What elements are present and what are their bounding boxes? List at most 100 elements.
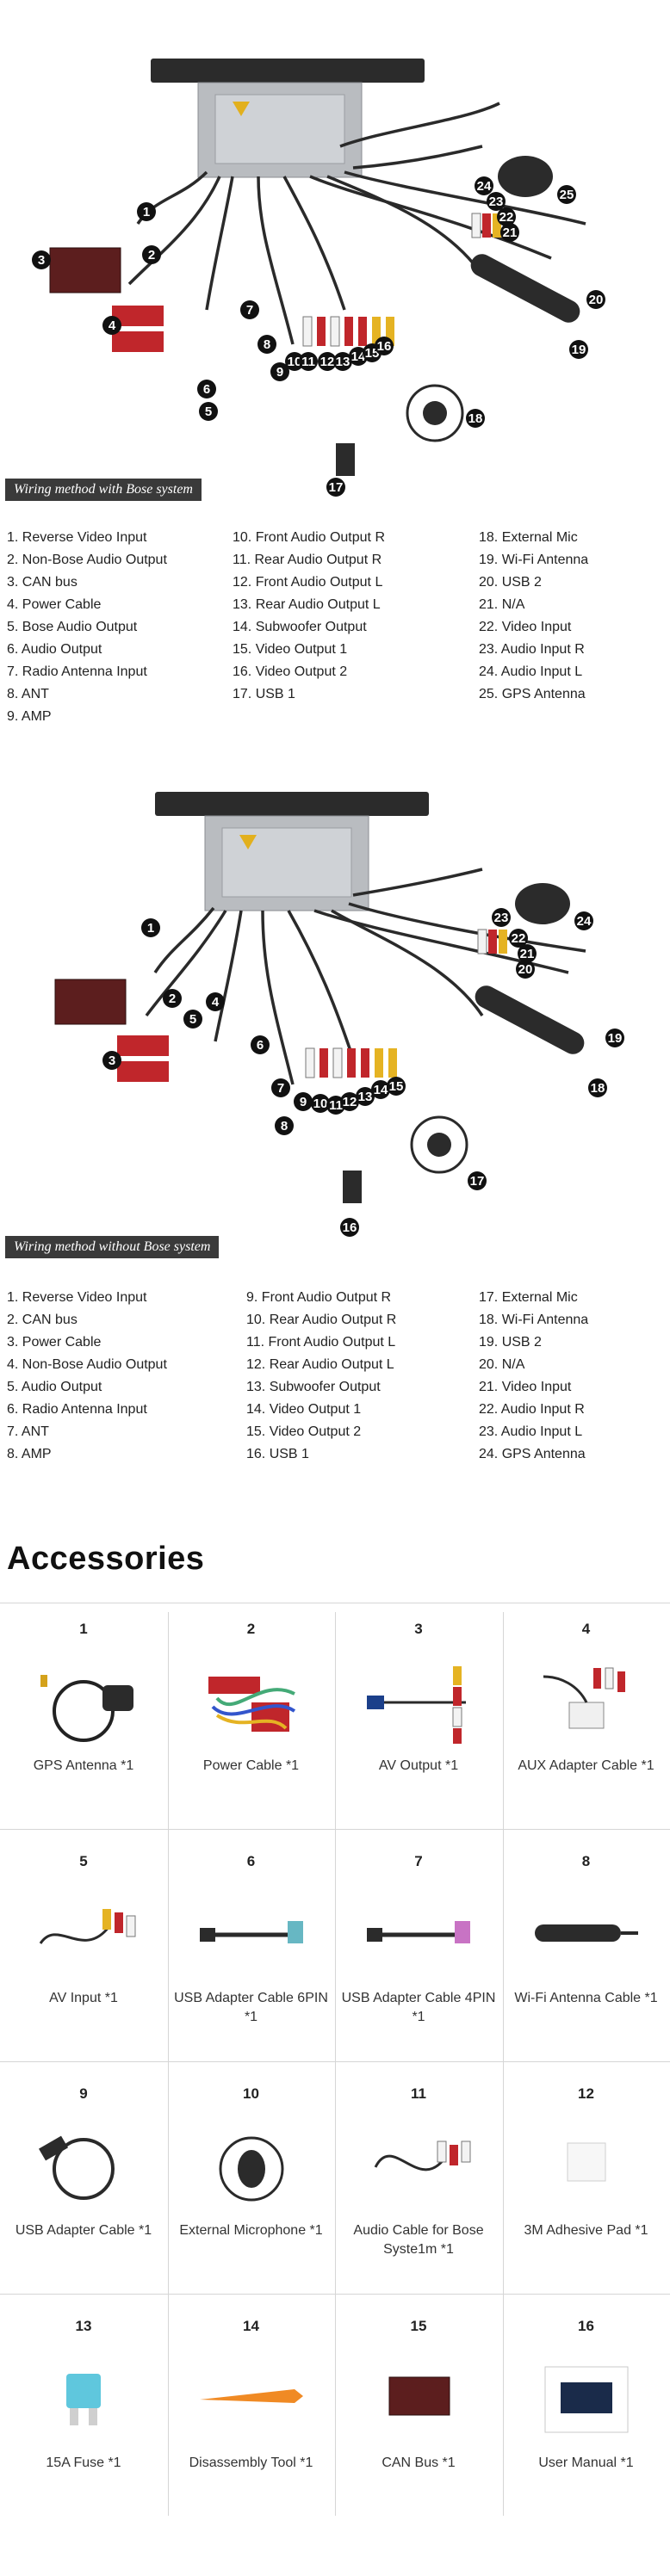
callout-number: 21 (503, 225, 518, 240)
accessory-number: 13 (75, 2318, 92, 2334)
callout-2: 2 (142, 245, 161, 264)
accessory-label: AV Input *1 (49, 1991, 118, 2005)
legend-item: 1. Reverse Video Input (7, 530, 147, 545)
callout-number: 23 (494, 911, 509, 925)
legend-item: 13. Subwoofer Output (246, 1380, 381, 1394)
accessory-label: Power Cable *1 (202, 1758, 300, 1773)
callout-number: 17 (470, 1174, 485, 1189)
accessory-item: 5 AV Input *1 (0, 1836, 167, 2047)
callout-21: 21 (518, 944, 537, 963)
callout-number: 11 (329, 1098, 343, 1113)
callout-number: 1 (143, 205, 150, 219)
callout-12: 12 (318, 352, 337, 371)
callout-number: 22 (499, 210, 514, 225)
callout-16: 16 (375, 337, 394, 355)
callout-number: 5 (189, 1012, 196, 1027)
grid-divider (0, 2061, 670, 2062)
accessory-number: 9 (79, 2085, 88, 2102)
callout-9: 9 (294, 1092, 313, 1111)
can-bus-icon (358, 2348, 479, 2443)
legend-item: 17. External Mic (479, 1290, 578, 1305)
legend-item: 22. Audio Input R (479, 1402, 585, 1417)
aux-adapter-icon (526, 1651, 647, 1745)
callout-24: 24 (475, 176, 493, 195)
legend-item: 19. USB 2 (479, 1335, 542, 1350)
legend-item: 3. Power Cable (7, 1335, 102, 1350)
callout-5: 5 (199, 402, 218, 421)
callout-number: 14 (374, 1083, 388, 1097)
legend-item: 5. Bose Audio Output (7, 620, 138, 634)
legend-item: 7. ANT (7, 1424, 49, 1439)
callout-19: 19 (605, 1029, 624, 1047)
usb-4pin-icon (358, 1883, 479, 1978)
disassembly-tool-icon (191, 2348, 312, 2443)
callout-18: 18 (588, 1078, 607, 1097)
callout-2: 2 (163, 989, 182, 1008)
callout-number: 19 (608, 1031, 623, 1046)
callout-number: 2 (148, 248, 155, 263)
legend-item: 5. Audio Output (7, 1380, 102, 1394)
wifi-antenna-icon (526, 1883, 647, 1978)
accessory-number: 8 (581, 1853, 591, 1869)
power-cable-icon (191, 1651, 312, 1745)
legend-item: 9. Front Audio Output R (246, 1290, 392, 1305)
legend-item: 6. Radio Antenna Input (7, 1402, 147, 1417)
legend-item: 7. Radio Antenna Input (7, 664, 147, 679)
grid-divider (167, 1612, 169, 2516)
legend-item: 8. ANT (7, 687, 49, 701)
legend-item: 16. Video Output 2 (233, 664, 348, 679)
callout-6: 6 (251, 1035, 270, 1054)
callout-number: 8 (264, 337, 270, 352)
callout-20: 20 (516, 960, 535, 979)
grid-divider (502, 1612, 504, 2516)
accessory-number: 6 (246, 1853, 256, 1869)
accessory-label: USB Adapter Cable *1 (15, 2223, 152, 2238)
callout-number: 13 (336, 355, 351, 369)
accessory-label: AV Output *1 (378, 1758, 459, 1773)
legend-item: 20. N/A (479, 1357, 525, 1372)
accessory-number: 7 (414, 1853, 423, 1869)
accessory-label: External Microphone *1 (179, 2223, 323, 2238)
grid-divider (0, 1829, 670, 1830)
accessory-number: 5 (79, 1853, 88, 1869)
callout-5: 5 (183, 1010, 202, 1029)
callout-7: 7 (240, 300, 259, 319)
callout-23: 23 (492, 908, 511, 927)
callout-number: 20 (518, 962, 533, 977)
callout-18: 18 (466, 409, 485, 428)
accessory-label: Audio Cable for Bose Syste1m *1 (353, 2223, 484, 2257)
callout-number: 16 (343, 1220, 357, 1235)
accessories-title: Accessories (7, 1541, 205, 1577)
callout-number: 22 (512, 931, 526, 946)
accessory-label: AUX Adapter Cable *1 (518, 1758, 654, 1773)
callout-number: 9 (300, 1095, 307, 1109)
accessory-label: Disassembly Tool *1 (189, 2456, 313, 2470)
accessory-label: CAN Bus *1 (382, 2456, 456, 2470)
callout-number: 3 (109, 1053, 115, 1068)
grid-divider (335, 1612, 336, 2516)
callout-13: 13 (333, 352, 352, 371)
callout-number: 2 (169, 991, 176, 1006)
callout-number: 24 (477, 179, 492, 194)
callout-number: 21 (520, 947, 535, 961)
accessory-number: 2 (246, 1621, 256, 1637)
fuse-icon (23, 2348, 144, 2443)
callout-number: 7 (246, 303, 253, 318)
callout-number: 18 (468, 411, 483, 426)
callout-7: 7 (271, 1078, 290, 1097)
callout-number: 6 (257, 1038, 264, 1053)
adhesive-pad-icon (526, 2116, 647, 2210)
callout-22: 22 (497, 207, 516, 226)
av-output-icon (358, 1651, 479, 1745)
legend-item: 3. CAN bus (7, 575, 78, 590)
